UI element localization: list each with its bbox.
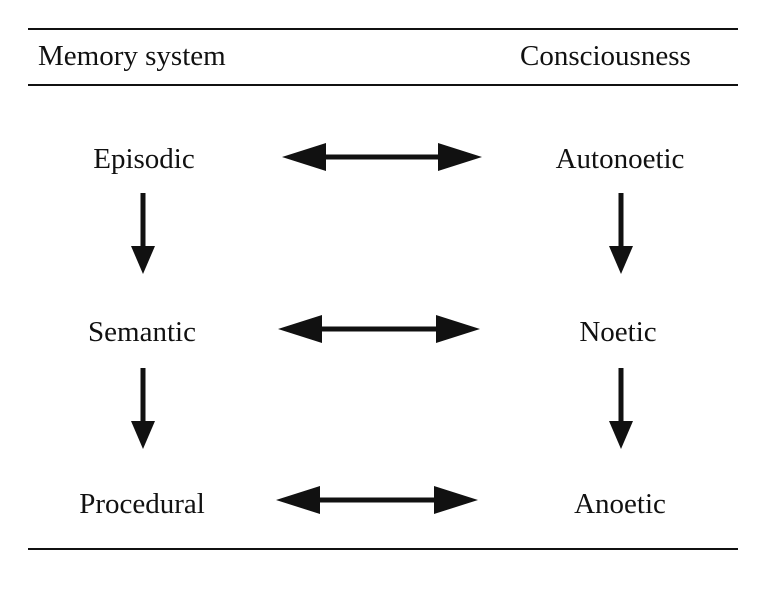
procedural-label: Procedural: [79, 488, 205, 520]
double-arrow-semantic-noetic: [278, 315, 480, 343]
double-arrow-episodic-autonoetic: [282, 143, 482, 171]
down-arrow-semantic-procedural: [131, 368, 155, 449]
semantic-label: Semantic: [88, 316, 196, 348]
memory-system-header: Memory system: [38, 40, 226, 72]
top-rule: [28, 28, 738, 30]
episodic-label: Episodic: [93, 143, 195, 175]
header-rule: [28, 84, 738, 86]
noetic-label: Noetic: [579, 316, 657, 348]
consciousness-header: Consciousness: [520, 40, 691, 72]
bottom-rule: [28, 548, 738, 550]
down-arrow-noetic-anoetic: [609, 368, 633, 449]
double-arrow-procedural-anoetic: [276, 486, 478, 514]
down-arrow-episodic-semantic: [131, 193, 155, 274]
anoetic-label: Anoetic: [574, 488, 666, 520]
down-arrow-autonoetic-noetic: [609, 193, 633, 274]
autonoetic-label: Autonoetic: [555, 143, 685, 175]
